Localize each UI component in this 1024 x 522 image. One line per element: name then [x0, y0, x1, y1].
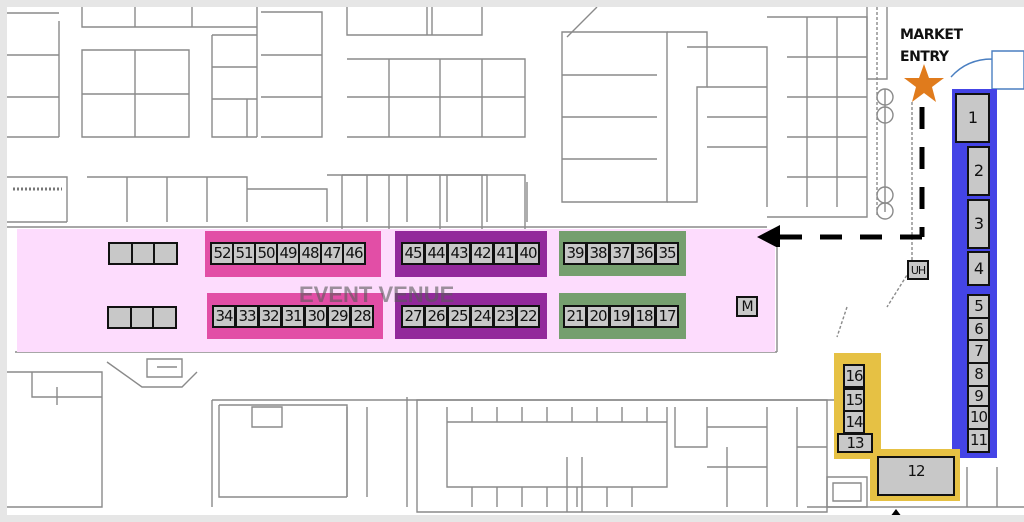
star-icon [904, 64, 944, 102]
market-entry-line1: MARKET [900, 27, 963, 43]
market-entry-label: MARKET ENTRY [900, 24, 963, 68]
booth-12[interactable]: 12 [877, 456, 955, 496]
booth-20[interactable]: 20 [586, 305, 610, 328]
booth-47[interactable]: 47 [320, 242, 344, 265]
booth-37[interactable]: 37 [609, 242, 633, 265]
green-booth-block-top: 39 38 37 36 35 [559, 231, 686, 276]
booth-6[interactable]: 6 [967, 317, 990, 341]
booth-unlabeled[interactable] [107, 306, 132, 329]
booth-50[interactable]: 50 [254, 242, 278, 265]
gold-booth-column: 16 15 14 13 [834, 353, 881, 459]
booth-10[interactable]: 10 [967, 405, 990, 430]
booth-unlabeled[interactable] [108, 242, 133, 265]
blue-booth-column: 1 2 3 4 5 6 7 8 9 10 11 [952, 89, 997, 458]
booth-33[interactable]: 33 [235, 305, 259, 328]
booth-32[interactable]: 32 [258, 305, 282, 328]
booth-3[interactable]: 3 [967, 199, 990, 249]
booth-41[interactable]: 41 [493, 242, 517, 265]
booth-16[interactable]: 16 [843, 364, 865, 388]
booth-13[interactable]: 13 [837, 433, 873, 453]
booth-35[interactable]: 35 [655, 242, 679, 265]
booth-17[interactable]: 17 [655, 305, 679, 328]
booth-22[interactable]: 22 [516, 305, 540, 328]
booth-unlabeled[interactable] [153, 242, 178, 265]
entry-path-arrow [757, 107, 925, 247]
booth-18[interactable]: 18 [632, 305, 656, 328]
marker-m[interactable]: M [736, 296, 758, 317]
booth-8[interactable]: 8 [967, 362, 990, 387]
booth-2[interactable]: 2 [967, 146, 990, 196]
green-booth-block-bottom: 21 20 19 18 17 [559, 293, 686, 339]
booth-38[interactable]: 38 [586, 242, 610, 265]
booth-23[interactable]: 23 [493, 305, 517, 328]
booth-29[interactable]: 29 [327, 305, 351, 328]
floor-plan-drawing [7, 7, 1024, 513]
booth-unlabeled[interactable] [152, 306, 177, 329]
booth-31[interactable]: 31 [281, 305, 305, 328]
booth-24[interactable]: 24 [470, 305, 494, 328]
booth-36[interactable]: 36 [632, 242, 656, 265]
booth-unlabeled[interactable] [130, 306, 154, 329]
booth-unlabeled[interactable] [131, 242, 155, 265]
venue-map: 52 51 50 49 48 47 46 34 33 32 31 30 29 2… [7, 7, 1024, 515]
pink-booth-block-top: 52 51 50 49 48 47 46 [205, 231, 381, 277]
booth-49[interactable]: 49 [276, 242, 300, 265]
booth-39[interactable]: 39 [563, 242, 587, 265]
arrow-left-icon [757, 225, 780, 247]
booth-45[interactable]: 45 [401, 242, 425, 265]
booth-28[interactable]: 28 [350, 305, 374, 328]
booth-9[interactable]: 9 [967, 385, 990, 407]
purple-booth-block-top: 45 44 43 42 41 40 [395, 231, 547, 277]
booth-1[interactable]: 1 [955, 93, 990, 143]
booth-4[interactable]: 4 [967, 251, 990, 286]
booth-43[interactable]: 43 [447, 242, 471, 265]
booth-21[interactable]: 21 [563, 305, 587, 328]
booth-42[interactable]: 42 [470, 242, 494, 265]
booth-5[interactable]: 5 [967, 294, 990, 319]
booth-11[interactable]: 11 [967, 428, 990, 453]
booth-40[interactable]: 40 [516, 242, 540, 265]
booth-30[interactable]: 30 [304, 305, 328, 328]
booth-51[interactable]: 51 [232, 242, 256, 265]
triangle-up-icon [891, 509, 901, 515]
booth-7[interactable]: 7 [967, 339, 990, 364]
marker-uh[interactable]: UH [907, 260, 929, 280]
booth-26[interactable]: 26 [424, 305, 448, 328]
booth-14[interactable]: 14 [843, 410, 865, 434]
booth-34[interactable]: 34 [212, 305, 236, 328]
gold-booth-block-large: 12 [870, 449, 960, 501]
purple-booth-block-bottom: 27 26 25 24 23 22 [395, 293, 547, 339]
booth-15[interactable]: 15 [843, 388, 865, 412]
booth-44[interactable]: 44 [424, 242, 448, 265]
booth-25[interactable]: 25 [447, 305, 471, 328]
booth-48[interactable]: 48 [298, 242, 322, 265]
booth-27[interactable]: 27 [401, 305, 425, 328]
pink-booth-block-bottom: 34 33 32 31 30 29 28 [207, 293, 383, 339]
booth-46[interactable]: 46 [342, 242, 366, 265]
booth-19[interactable]: 19 [609, 305, 633, 328]
booth-52[interactable]: 52 [210, 242, 234, 265]
market-entry-line2: ENTRY [900, 49, 949, 65]
